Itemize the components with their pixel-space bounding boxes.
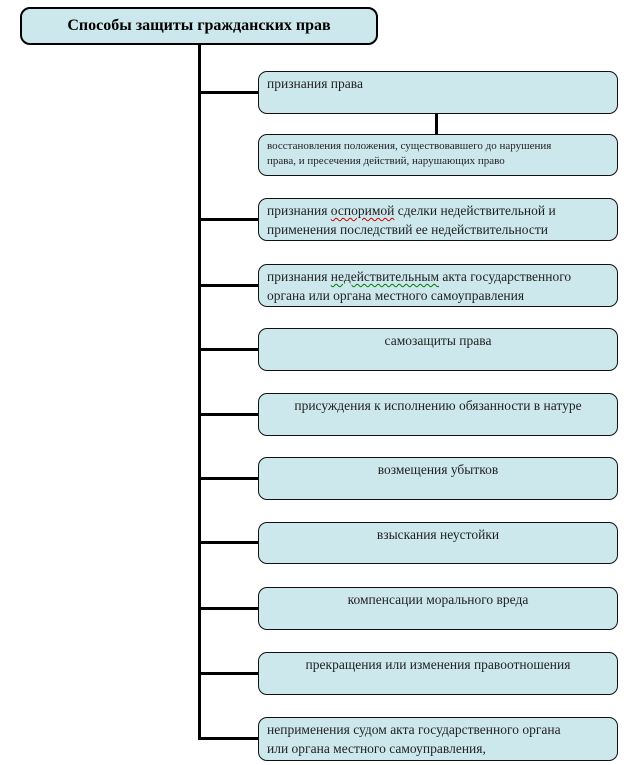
node-label: самозащиты права [384, 333, 492, 348]
node-label: прекращения или изменения правоотношения [305, 657, 571, 672]
node-label-line: признания недействительным акта государс… [267, 267, 609, 286]
connector-line [199, 672, 258, 675]
node-invalidation-of-state-act: признания недействительным акта государс… [258, 264, 618, 307]
node-label-line: или органа местного самоуправления, [267, 741, 486, 756]
node-damages-compensation: возмещения убытков [258, 457, 618, 500]
grammar-flagged-word: недействительным [330, 269, 440, 284]
connector-line-vertical [434, 114, 438, 134]
connector-line [199, 477, 258, 480]
connector-line [199, 607, 258, 610]
node-termination-or-change-of-legal-relation: прекращения или изменения правоотношения [258, 652, 618, 695]
connector-line [199, 284, 258, 287]
node-label: присуждения к исполнению обязанности в н… [294, 398, 582, 413]
node-label-line: органа или органа местного самоуправлени… [267, 288, 525, 303]
node-label: взыскания неустойки [376, 527, 500, 542]
node-recognition-of-right: признания права [258, 71, 618, 114]
node-voidable-transaction-invalidity: признания оспоримой сделки недействитель… [258, 198, 618, 241]
node-label-segment: признания [267, 203, 331, 218]
node-enforcement-in-kind: присуждения к исполнению обязанности в н… [258, 393, 618, 436]
diagram-title-label: Способы защиты гражданских прав [67, 17, 331, 34]
node-label: возмещения убытков [377, 462, 499, 477]
node-label-line: восстановления положения, существовавшег… [267, 140, 552, 152]
connector-line [199, 737, 258, 740]
node-self-defense-of-right: самозащиты права [258, 328, 618, 371]
node-label-segment: признания [267, 269, 331, 284]
connector-line [199, 348, 258, 351]
node-moral-harm-compensation: компенсации морального вреда [258, 587, 618, 630]
node-label-line: неприменения судом акта государственного… [267, 722, 561, 737]
node-non-application-of-state-act: неприменения судом акта государственного… [258, 717, 618, 761]
node-label: признания права [267, 76, 363, 91]
connector-line [199, 218, 258, 221]
node-penalty-recovery: взыскания неустойки [258, 522, 618, 564]
misspelled-word: оспоримой [330, 203, 395, 218]
connector-line [199, 413, 258, 416]
trunk-line [197, 45, 201, 740]
node-label-line: применения последствий ее недействительн… [267, 222, 548, 237]
connector-line [199, 91, 258, 94]
node-label-segment: акта государственного [439, 269, 572, 284]
diagram-title: Способы защиты гражданских прав [20, 7, 378, 45]
node-label-segment: сделки недействительной и [394, 203, 556, 218]
node-label-line: признания оспоримой сделки недействитель… [267, 201, 609, 220]
node-label-line: права, и пресечения действий, нарушающих… [267, 155, 505, 167]
node-restoration-of-position: восстановления положения, существовавшег… [258, 134, 618, 176]
node-label: компенсации морального вреда [347, 592, 529, 607]
connector-line [199, 541, 258, 544]
